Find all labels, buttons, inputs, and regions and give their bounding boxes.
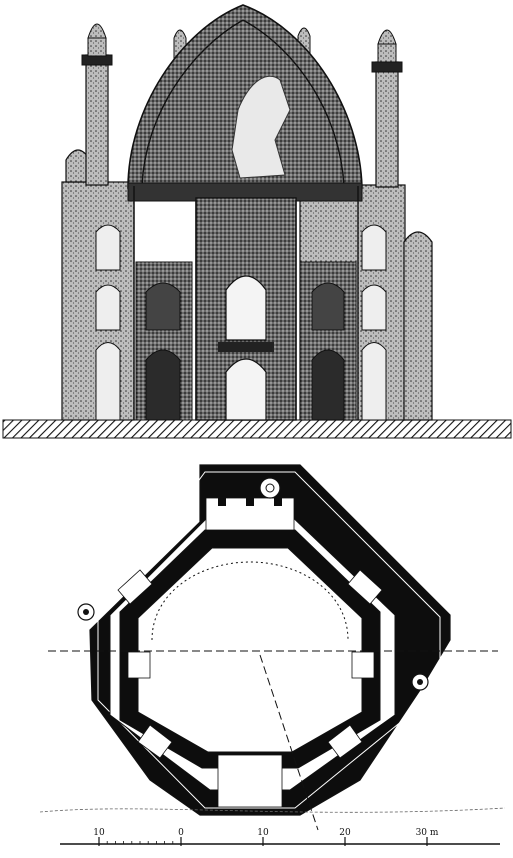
- right-minaret: [371, 29, 403, 188]
- scale-tick-label: 30 m: [416, 828, 439, 838]
- lower-arch-opening: [225, 358, 267, 421]
- left-minaret: [81, 23, 113, 186]
- dome-section-cut: [231, 75, 291, 179]
- dome-footprint: [151, 561, 349, 641]
- scale-major-ticks: 10 0 10 20 30 m: [93, 828, 439, 846]
- plan-drawing: [39, 464, 506, 831]
- upper-arch-opening: [225, 275, 267, 341]
- scale-tick-label: 10: [93, 828, 105, 838]
- right-small-dome: [403, 231, 433, 421]
- scale-bar: 10 0 10 20 30 m: [60, 828, 500, 846]
- right-arcade: [299, 224, 387, 421]
- scale-tick-label: 0: [178, 828, 184, 838]
- elevation-drawing: [2, 4, 512, 439]
- section-line-diagonal: [259, 654, 319, 831]
- ground-line: [2, 419, 512, 439]
- left-arcade: [95, 224, 193, 421]
- scale-tick-label: 20: [339, 828, 351, 838]
- scale-tick-label: 10: [257, 828, 269, 838]
- stair-turret-top: [259, 477, 281, 499]
